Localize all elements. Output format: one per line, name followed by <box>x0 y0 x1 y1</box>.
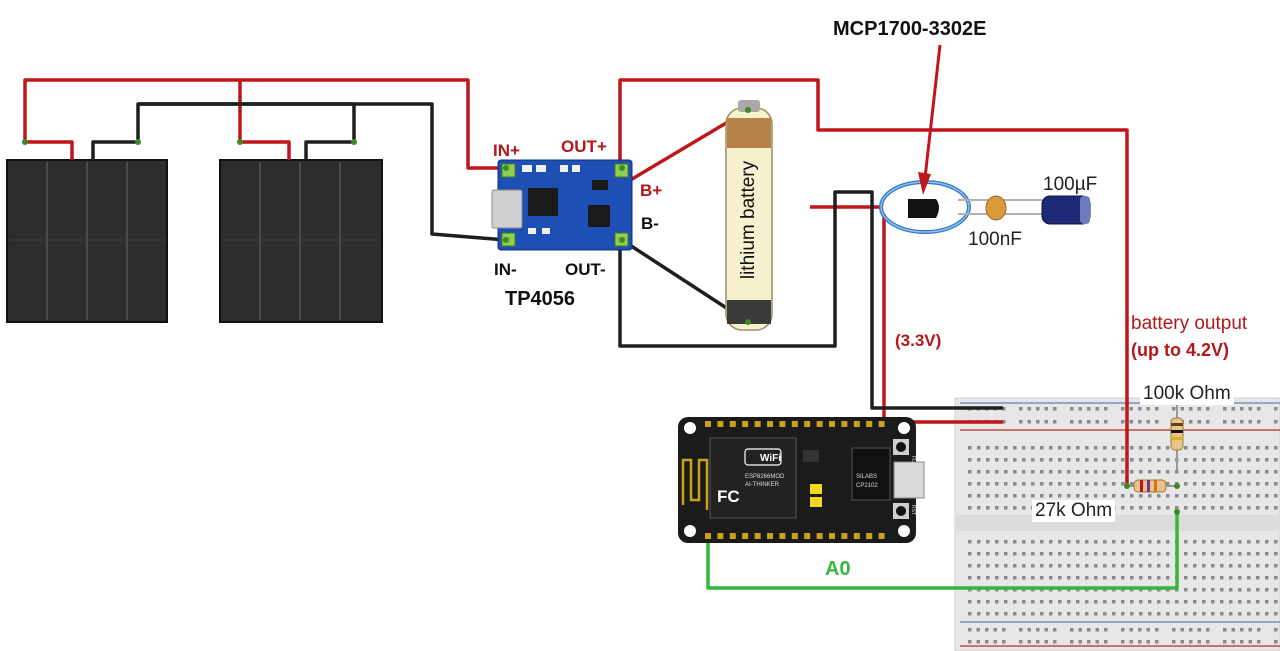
voltage-3v3-label: (3.3V) <box>895 331 942 350</box>
fc-mark-text: FC <box>717 487 740 506</box>
in-plus-label: IN+ <box>493 141 520 160</box>
voltage-regulator <box>879 180 1042 234</box>
cp2102-text: CP2102 <box>856 483 878 489</box>
b-plus-label: B+ <box>640 181 663 200</box>
a0-pin-label: A0 <box>825 558 851 580</box>
capacitor-100uf <box>1041 195 1091 225</box>
wire-green-a0 <box>706 512 1179 590</box>
esp-vendor-text: AI-THINKER <box>745 482 780 488</box>
tp4056-board <box>491 159 633 251</box>
resistor-27k-label: 27k Ohm <box>1032 500 1116 522</box>
b-minus-label: B- <box>641 214 659 233</box>
resistor-100k-label: 100k Ohm <box>1140 383 1234 405</box>
wifi-logo-text: WiFi <box>760 453 781 464</box>
esp-model-text: ESP8266MOD <box>745 474 785 480</box>
flash-button-text: FLASH <box>910 456 916 473</box>
battery-output-label: battery output <box>1131 313 1248 334</box>
nodemcu-pins-top <box>705 421 885 427</box>
nodemcu-pins-bottom <box>705 533 885 539</box>
tp4056-label: TP4056 <box>505 288 576 310</box>
capacitor-100uf-label: 100µF <box>1043 174 1098 195</box>
rst-button-text: RST <box>910 505 916 515</box>
solar-panel-left <box>6 159 168 323</box>
nodemcu-board: WiFi ESP8266MOD AI-THINKER FC SILABS CP2… <box>678 417 925 543</box>
resistor-27k <box>1127 479 1177 493</box>
out-plus-label: OUT+ <box>561 137 607 156</box>
out-minus-label: OUT- <box>565 260 606 279</box>
capacitor-100nf <box>985 195 1007 221</box>
solar-panel-right <box>219 159 383 323</box>
battery-label: lithium battery <box>738 160 759 280</box>
connection-dots <box>22 107 1180 515</box>
in-minus-label: IN- <box>494 260 517 279</box>
regulator-pointer-arrow <box>918 44 942 195</box>
capacitor-100nf-label: 100nF <box>968 229 1022 250</box>
breadboard-holes <box>968 407 1278 644</box>
silabs-text: SILABS <box>856 474 877 480</box>
regulator-label: MCP1700-3302E <box>833 18 987 40</box>
battery-output-range-label: (up to 4.2V) <box>1131 340 1229 360</box>
breadboard <box>954 397 1280 651</box>
resistor-100k <box>1170 405 1184 470</box>
